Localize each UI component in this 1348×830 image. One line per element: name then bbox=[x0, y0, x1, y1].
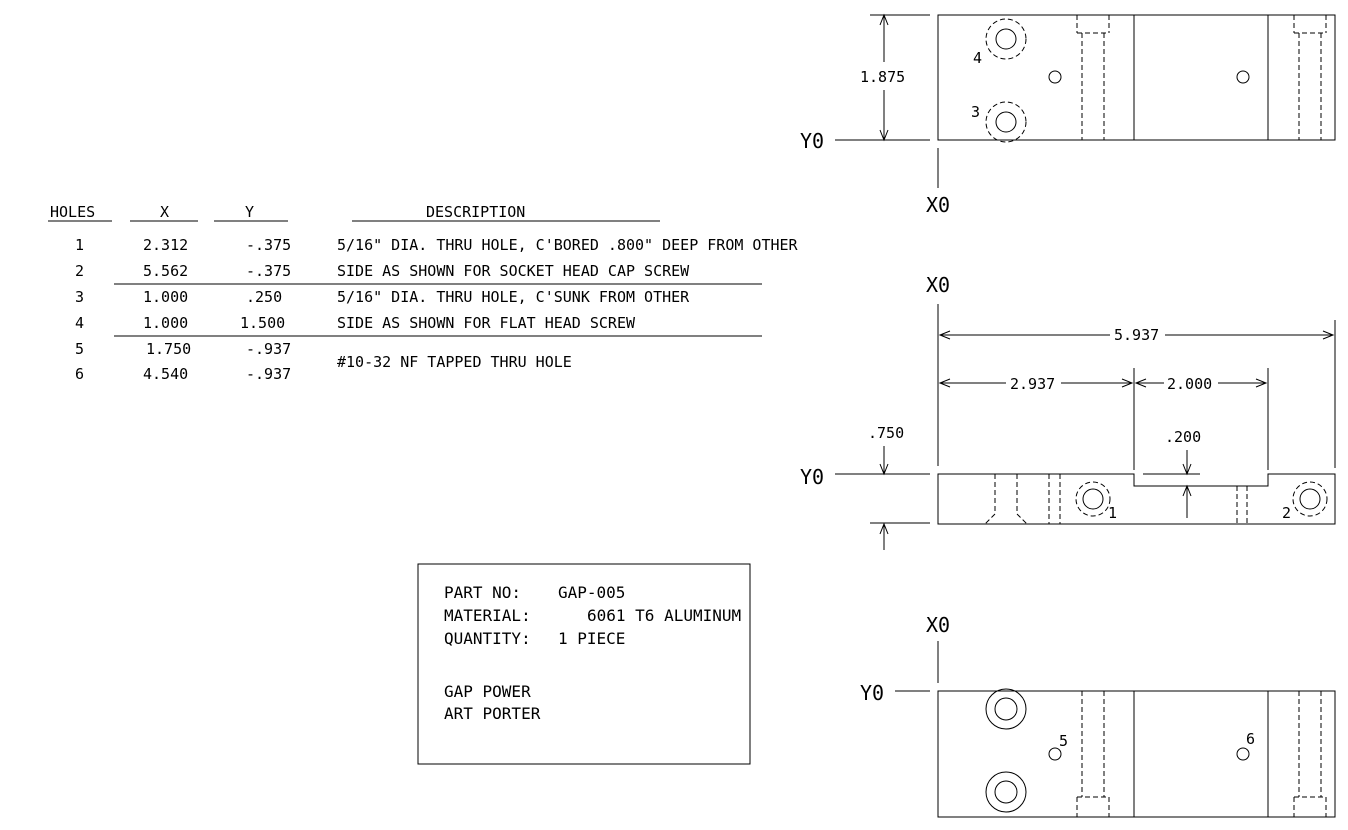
holes-table: HOLES X Y DESCRIPTION 1 2.312 -.375 2 5.… bbox=[48, 203, 799, 383]
author-name: ART PORTER bbox=[444, 704, 541, 723]
hole-1-counterbore bbox=[1075, 481, 1111, 517]
dim-height: 1.875 bbox=[860, 68, 905, 86]
bottom-view: 5 6 Y0 X0 bbox=[860, 613, 1336, 818]
header-holes: HOLES bbox=[50, 203, 95, 221]
row-1-x: 2.312 bbox=[143, 236, 188, 254]
row-5-hole: 5 bbox=[75, 340, 84, 358]
hole-label-6: 6 bbox=[1246, 730, 1255, 748]
datum-y0-top: Y0 bbox=[800, 129, 824, 153]
description-line-3: 5/16" DIA. THRU HOLE, C'SUNK FROM OTHER bbox=[337, 288, 690, 306]
hole-label-4: 4 bbox=[973, 49, 982, 67]
countersink-top-hole bbox=[985, 688, 1027, 730]
row-3-x: 1.000 bbox=[143, 288, 188, 306]
description-line-5: #10-32 NF TAPPED THRU HOLE bbox=[337, 353, 572, 371]
row-6-x: 4.540 bbox=[143, 365, 188, 383]
front-view: 1 2 5.937 2.937 2.000 .200 bbox=[800, 273, 1336, 550]
hole-label-1: 1 bbox=[1108, 504, 1117, 522]
description-line-1: 5/16" DIA. THRU HOLE, C'BORED .800" DEEP… bbox=[337, 236, 799, 254]
dim-slot-start: 2.937 bbox=[1010, 375, 1055, 393]
datum-y0-bottom: Y0 bbox=[860, 681, 884, 705]
hole-2-counterbore bbox=[1292, 481, 1328, 517]
row-6-hole: 6 bbox=[75, 365, 84, 383]
top-view: 4 3 1.875 Y0 X0 bbox=[800, 13, 1336, 217]
row-2-hole: 2 bbox=[75, 262, 84, 280]
tapped-hole-5 bbox=[1048, 70, 1062, 84]
row-2-y: -.375 bbox=[246, 262, 291, 280]
dim-thickness: .750 bbox=[868, 424, 904, 442]
hole-4-countersink bbox=[985, 18, 1027, 60]
tapped-hole-5-bottom bbox=[1048, 747, 1062, 761]
dim-overall-length: 5.937 bbox=[1114, 326, 1159, 344]
hole-label-2: 2 bbox=[1282, 504, 1291, 522]
row-3-hole: 3 bbox=[75, 288, 84, 306]
hole-label-5: 5 bbox=[1059, 732, 1068, 750]
material-label: MATERIAL: bbox=[444, 606, 531, 625]
row-6-y: -.937 bbox=[246, 365, 291, 383]
row-1-hole: 1 bbox=[75, 236, 84, 254]
hole-label-3: 3 bbox=[971, 103, 980, 121]
tapped-hole-6-bottom bbox=[1236, 747, 1250, 761]
dim-slot-depth: .200 bbox=[1165, 428, 1201, 446]
row-4-hole: 4 bbox=[75, 314, 84, 332]
dim-slot-width: 2.000 bbox=[1167, 375, 1212, 393]
hole-3-countersink bbox=[985, 101, 1027, 143]
part-no-label: PART NO: bbox=[444, 583, 521, 602]
datum-x0-front: X0 bbox=[926, 273, 950, 297]
description-line-2: SIDE AS SHOWN FOR SOCKET HEAD CAP SCREW bbox=[337, 262, 690, 280]
material-value: 6061 T6 ALUMINUM bbox=[587, 606, 741, 625]
part-no-value: GAP-005 bbox=[558, 583, 625, 602]
description-line-4: SIDE AS SHOWN FOR FLAT HEAD SCREW bbox=[337, 314, 636, 332]
company-name: GAP POWER bbox=[444, 682, 531, 701]
datum-x0-bottom: X0 bbox=[926, 613, 950, 637]
header-description: DESCRIPTION bbox=[426, 203, 525, 221]
row-3-y: .250 bbox=[246, 288, 282, 306]
quantity-value: 1 PIECE bbox=[558, 629, 625, 648]
row-5-y: -.937 bbox=[246, 340, 291, 358]
quantity-label: QUANTITY: bbox=[444, 629, 531, 648]
countersink-bottom-hole bbox=[985, 771, 1027, 813]
datum-x0-top: X0 bbox=[926, 193, 950, 217]
header-y: Y bbox=[245, 203, 254, 221]
row-1-y: -.375 bbox=[246, 236, 291, 254]
title-block: PART NO: GAP-005 MATERIAL: 6061 T6 ALUMI… bbox=[417, 563, 751, 765]
row-2-x: 5.562 bbox=[143, 262, 188, 280]
row-4-x: 1.000 bbox=[143, 314, 188, 332]
row-5-x: 1.750 bbox=[146, 340, 191, 358]
tapped-hole-6 bbox=[1236, 70, 1250, 84]
header-x: X bbox=[160, 203, 169, 221]
datum-y0-front: Y0 bbox=[800, 465, 824, 489]
row-4-y: 1.500 bbox=[240, 314, 285, 332]
